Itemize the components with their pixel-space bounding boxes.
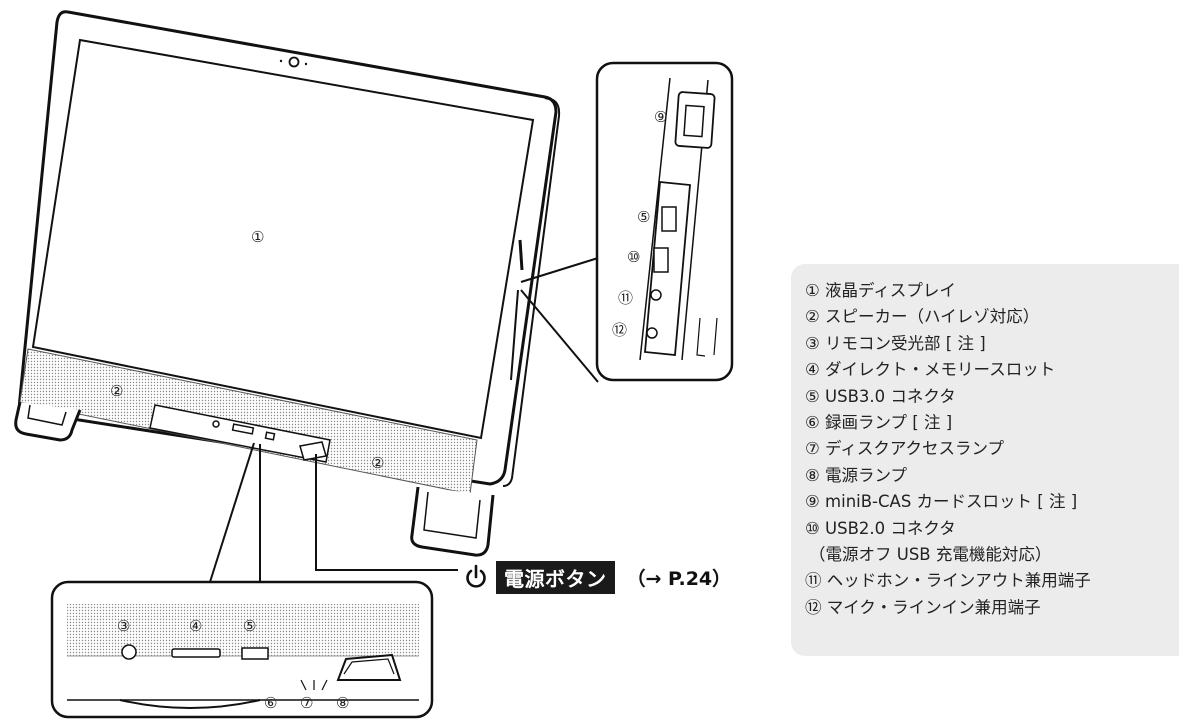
power-button-icon: [299, 441, 327, 461]
legend-item-7: ⑦ ディスクアクセスランプ: [805, 439, 1005, 459]
usb3-port-icon: [661, 206, 677, 232]
stand-left: [14, 401, 82, 442]
bottom-detail-panel: [50, 580, 434, 719]
usb2-port-icon: [653, 247, 669, 273]
callout-3: ③: [117, 617, 130, 635]
callout-12: ⑫: [612, 321, 627, 339]
side-detail-panel: [595, 61, 734, 382]
callout-5-side: ⑤: [637, 208, 650, 226]
callout-2-right: ②: [371, 454, 384, 472]
legend-item-2: ② スピーカー（ハイレゾ対応）: [805, 307, 1040, 327]
legend-item-12: ⑫ マイク・ラインイン兼用端子: [805, 597, 1041, 617]
front-panel: [149, 404, 331, 463]
callout-1: ①: [251, 228, 264, 246]
legend-item-9: ⑨ miniB-CAS カードスロット [ 注 ]: [805, 492, 1078, 512]
memory-slot-detail-icon: [171, 648, 221, 658]
usb3-port-detail-icon: [241, 647, 269, 660]
callout-6: ⑥: [264, 694, 277, 712]
legend-item-10-note: （電源オフ USB 充電機能対応）: [809, 545, 1052, 565]
legend-box: ① 液晶ディスプレイ ② スピーカー（ハイレゾ対応） ③ リモコン受光部 [ 注…: [791, 264, 1179, 656]
callout-9: ⑨: [654, 108, 667, 126]
usb-port-icon: [264, 431, 276, 441]
legend-item-1: ① 液晶ディスプレイ: [805, 281, 956, 300]
display-screen: [31, 38, 535, 440]
side-edge: [502, 97, 561, 487]
legend-item-5: ⑤ USB3.0 コネクタ: [805, 386, 956, 406]
power-icon: [466, 564, 486, 588]
side-button: [518, 239, 524, 271]
pc-front: [14, 10, 561, 557]
power-button-detail-icon: [336, 653, 402, 681]
memory-slot-icon: [231, 423, 255, 435]
callout-2-left: ②: [110, 382, 123, 400]
power-button-label: 電源ボタン: [496, 560, 615, 594]
callout-4: ④: [189, 617, 202, 635]
mic-jack-icon: [646, 327, 658, 339]
legend-item-10: ⑩ USB2.0 コネクタ: [805, 518, 956, 538]
legend-item-3: ③ リモコン受光部 [ 注 ]: [805, 333, 986, 353]
page-reference: （→ P.24）: [626, 567, 732, 590]
stand-right: [410, 486, 495, 557]
legend-item-11: ⑪ ヘッドホン・ラインアウト兼用端子: [805, 571, 1091, 591]
remote-sensor-detail-icon: [121, 644, 137, 660]
callout-11: ⑪: [618, 289, 633, 307]
callout-10: ⑩: [627, 248, 640, 266]
callout-7: ⑦: [300, 694, 313, 712]
remote-sensor-icon: [212, 420, 220, 428]
legend-item-8: ⑧ 電源ランプ: [805, 465, 908, 485]
webcam-icon: [279, 56, 308, 68]
legend-item-4: ④ ダイレクト・メモリースロット: [805, 360, 1056, 380]
legend-item-6: ⑥ 録画ランプ [ 注 ]: [805, 413, 953, 433]
callout-8: ⑧: [336, 694, 349, 712]
power-button-callout: 電源ボタン （→ P.24）: [464, 560, 732, 594]
callout-5-bottom: ⑤: [243, 617, 256, 635]
headphone-jack-icon: [650, 289, 662, 301]
